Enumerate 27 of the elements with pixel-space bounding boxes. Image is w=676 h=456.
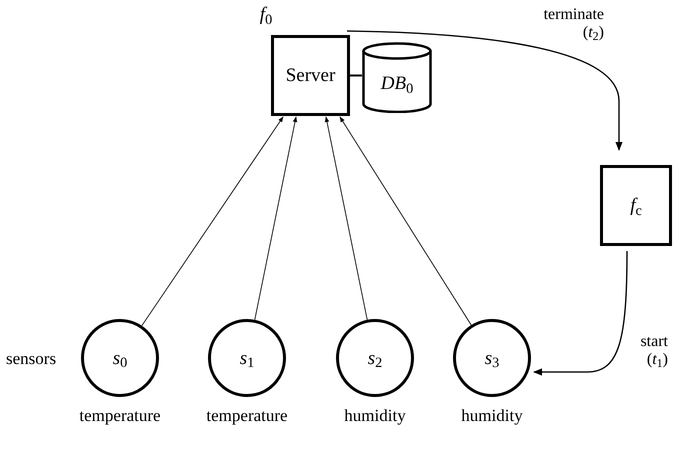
node-label: s$_{1}$	[240, 348, 254, 368]
row-label: sensors	[6, 350, 56, 367]
sensor-circle	[453, 319, 531, 397]
node-caption: humidity	[343, 407, 407, 424]
arrow	[324, 116, 368, 320]
node-label: s$_{2}$	[368, 348, 382, 368]
database-cylinder	[362, 42, 432, 113]
sensor-circle	[81, 319, 159, 397]
node-label: DB$_{0}$	[380, 74, 414, 93]
arrow	[346, 30, 623, 151]
node-label: f$_{c}$	[630, 196, 642, 215]
node-caption: temperature	[205, 407, 289, 424]
node-caption: humidity	[460, 407, 524, 424]
connector-line	[350, 74, 362, 76]
arrow	[533, 251, 628, 376]
arrow	[340, 116, 472, 326]
node-caption: temperature	[78, 407, 162, 424]
node-label: s$_{0}$	[112, 348, 128, 368]
node-caption: f$_{0}$	[258, 5, 274, 24]
sensor-circle	[208, 319, 286, 397]
process-box	[600, 165, 672, 246]
node-label: s$_{3}$	[484, 348, 500, 368]
node-label: Server	[286, 66, 336, 85]
process-box	[271, 35, 350, 116]
arrow	[141, 116, 284, 326]
sensor-circle	[336, 319, 414, 397]
arrow	[254, 116, 298, 320]
